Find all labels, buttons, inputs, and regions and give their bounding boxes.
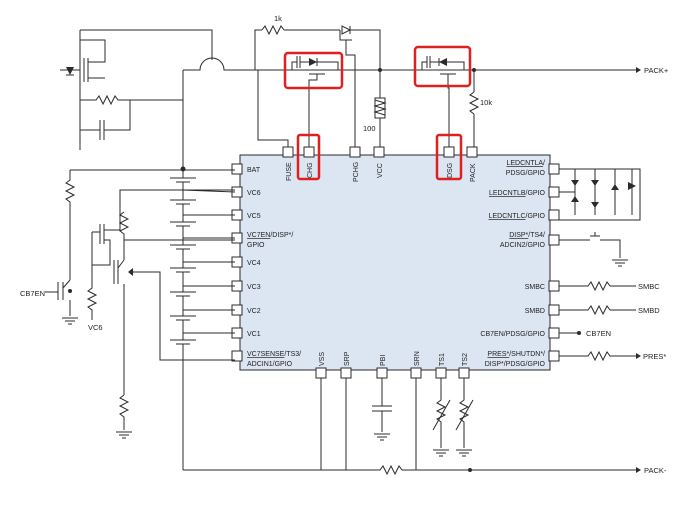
top-pins: FUSE CHG PCHG VCC DSG PACK [282,146,478,182]
pin-label-ledcntla: LEDCNTLA/ [506,160,545,167]
highlight-chg-pin [296,133,321,181]
cell-stack: PACK- [70,70,667,476]
pin-label-vc7sense-2: ADCIN1/GPIO [247,361,293,368]
pin-label-vcc: VCC [377,163,384,178]
pin-chg [303,146,315,158]
pin-pres [548,350,560,362]
pin-label-vc1: VC1 [247,331,261,338]
label-10k: 10k [480,98,492,107]
pin-label-ledcntlc: LEDCNTLC/GPIO [489,213,546,220]
label-vc6: VC6 [88,323,103,332]
pin-label-srp: SRP [344,351,351,366]
pin-disp [548,234,560,246]
label-pack-plus: PACK+ [644,66,669,75]
pin-srn [410,367,422,379]
pin-ledcntlb [548,186,560,198]
pin-dsg [443,146,455,158]
pin-ledcntla [548,163,560,175]
pin-label-vc4: VC4 [247,260,261,267]
pin-label-bat: BAT [247,167,261,174]
pin-label-vc3: VC3 [247,284,261,291]
pin-label-disp-2: ADCIN2/GPIO [500,242,546,249]
pin-pchg [349,146,361,158]
pin-label-vc5: VC5 [247,213,261,220]
protection-network [60,39,184,150]
highlight-dsg-pin [435,133,463,181]
pin-ledcntlc [548,209,560,221]
pin-label-vc7sense: VC7SENSE/TS3/ [247,351,301,358]
pin-label-ledcntla-2: PDSG/GPIO [506,170,546,177]
label-pres-out: PRES* [643,352,666,361]
label-smbd: SMBD [638,306,660,315]
pin-label-fuse: FUSE [286,162,293,181]
pin-smbd [548,304,560,316]
pin-label-srn: SRN [414,351,421,366]
pin-label-pbi: PBI [380,355,387,366]
pin-label-dsg: DSG [447,163,454,178]
label-100: 100 [363,124,376,133]
pin-label-pres: PRES*/SHUTDN*/ [487,351,545,358]
pin-srp [340,367,352,379]
pin-label-vc6: VC6 [247,190,261,197]
label-cb7en-out: CB7EN [586,329,611,338]
pin-label-pres-2: DISP*/PDSG/GPIO [485,361,546,368]
highlight-dsg-fet [413,45,472,88]
label-smbc: SMBC [638,282,660,291]
pin-cb7en [548,327,560,339]
top-wiring: 1k 100 10k PACK+ [79,14,669,147]
pin-label-vc7en: VC7EN/DISP*/ [247,232,293,239]
pin-ts1 [435,367,447,379]
pin-label-pack: PACK [470,163,477,182]
pin-label-smbc: SMBC [525,284,545,291]
label-pack-minus: PACK- [644,466,667,475]
pin-label-vc2: VC2 [247,308,261,315]
pin-label-ts1: TS1 [439,353,446,366]
chip-body [239,154,551,371]
bottom-pins: VSS SRP PBI SRN TS1 TS2 [315,351,470,379]
pin-label-cb7en: CB7EN/PDSG/GPIO [480,331,545,338]
pin-smbc [548,280,560,292]
pin-ts2 [458,367,470,379]
pin-label-vc7en-2: GPIO [247,242,265,249]
right-side-wiring: SMBC SMBD CB7EN PRES* [558,168,666,362]
pin-label-ledcntlb: LEDCNTLB/GPIO [489,190,546,197]
pin-label-vss: VSS [319,352,326,366]
pin-vss [315,367,327,379]
cell7-balancing: CB7EN VC6 [20,170,235,439]
highlight-chg-fet [283,51,344,90]
pin-pbi [376,367,388,379]
label-1k: 1k [274,14,282,23]
highlight-boxes [283,45,472,181]
pin-label-smbd: SMBD [525,308,545,315]
pin-vc7sense [231,350,243,362]
pin-bat [231,163,243,175]
pin-label-disp: DISP*/TS4/ [509,232,545,239]
label-cb7en-in: CB7EN [20,289,45,298]
left-pins: BAT VC6 VC5 VC7EN/DISP*/ GPIO VC4 VC3 VC… [231,163,301,368]
pin-label-pchg: PCHG [353,162,360,182]
bottom-components [320,378,474,470]
pin-fuse [282,146,294,158]
right-pins: LEDCNTLA/ PDSG/GPIO LEDCNTLB/GPIO LEDCNT… [480,160,560,368]
pin-pack [466,146,478,158]
pin-vcc [373,146,385,158]
pin-label-ts2: TS2 [462,353,469,366]
pin-label-chg: CHG [307,162,314,178]
